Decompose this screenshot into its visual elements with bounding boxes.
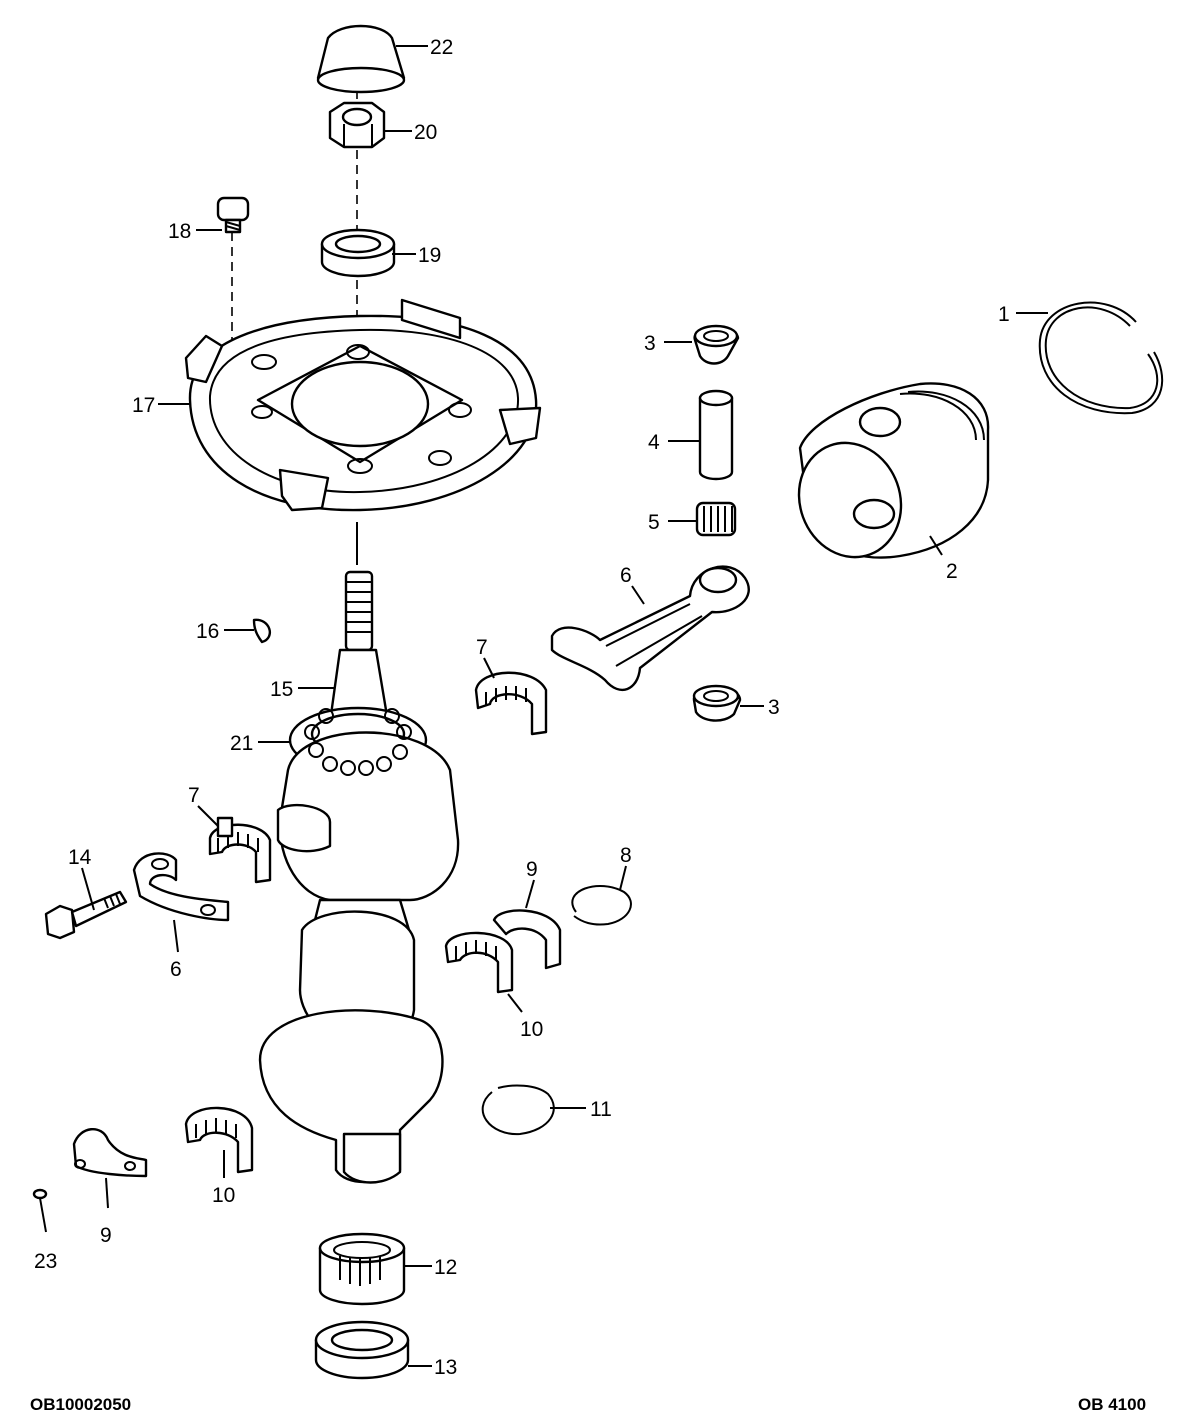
wrist-pin-part [698, 389, 734, 481]
woodruff-key-part [252, 618, 272, 644]
callout-21: 21 [230, 732, 253, 755]
needle-bushing-lower-part [692, 684, 742, 722]
callout-15: 15 [270, 678, 293, 701]
callout-18: 18 [168, 220, 191, 243]
needle-bearing-small-part [695, 501, 737, 537]
callout-9-lower: 9 [100, 1224, 112, 1247]
callout-3-upper: 3 [644, 332, 656, 355]
retainer-ring-lower-part [481, 1084, 555, 1136]
bearing-cage-lower-part [184, 1106, 254, 1174]
callout-13: 13 [434, 1356, 457, 1379]
callout-20: 20 [414, 121, 437, 144]
figure-code-right: OB 4100 [1078, 1395, 1146, 1414]
callout-22: 22 [430, 36, 453, 59]
callout-17: 17 [132, 394, 155, 417]
ball-bearing-balls [304, 708, 412, 776]
callout-7-upper: 7 [476, 636, 488, 659]
half-liner-part [492, 909, 562, 970]
callout-labels: 22 20 18 19 1 3 17 4 5 2 6 16 7 15 3 21 … [34, 36, 1010, 1379]
piston-ring-part [1038, 301, 1164, 415]
dowel-pin-part [32, 1188, 48, 1200]
callout-11: 11 [590, 1098, 612, 1121]
callout-7-left: 7 [188, 784, 200, 807]
callout-10-mid: 10 [520, 1018, 543, 1041]
figure-code-left: OB10002050 [30, 1395, 131, 1414]
callout-16: 16 [196, 620, 219, 643]
callout-5: 5 [648, 511, 660, 534]
callout-12: 12 [434, 1256, 457, 1279]
rod-bolt-part [44, 890, 128, 940]
callout-9-upper: 9 [526, 858, 538, 881]
cap-part [316, 24, 406, 94]
hex-nut-part [328, 101, 386, 149]
bearing-cage-upper-part [474, 671, 548, 736]
half-liner-lower-part [72, 1128, 148, 1178]
retainer-ring-upper-part [571, 884, 632, 926]
piston-part [797, 382, 990, 559]
needle-bearing-lower-part [318, 1232, 406, 1306]
callout-23: 23 [34, 1250, 57, 1273]
washer-part [320, 228, 396, 278]
crankshaft-part [258, 570, 460, 1184]
callout-14: 14 [68, 846, 92, 869]
callout-6-lower: 6 [170, 958, 182, 981]
callout-3-lower: 3 [768, 696, 780, 719]
bearing-cage-mid-part [444, 931, 514, 994]
stator-plate-part [184, 298, 542, 512]
callout-10-lower: 10 [212, 1184, 235, 1207]
bearing-cage-left-part [208, 816, 272, 884]
leader-lines [39, 45, 1048, 1367]
bolt-part [216, 196, 250, 234]
callout-2: 2 [946, 560, 958, 583]
callout-6-upper: 6 [620, 564, 632, 587]
rod-cap-part [132, 852, 230, 922]
callout-19: 19 [418, 244, 441, 267]
connecting-rod-part [550, 565, 750, 691]
callout-8: 8 [620, 844, 632, 867]
callout-4: 4 [648, 431, 660, 454]
callout-1: 1 [998, 303, 1010, 326]
needle-bushing-upper-part [693, 324, 740, 365]
seal-ring-part [314, 1320, 410, 1380]
